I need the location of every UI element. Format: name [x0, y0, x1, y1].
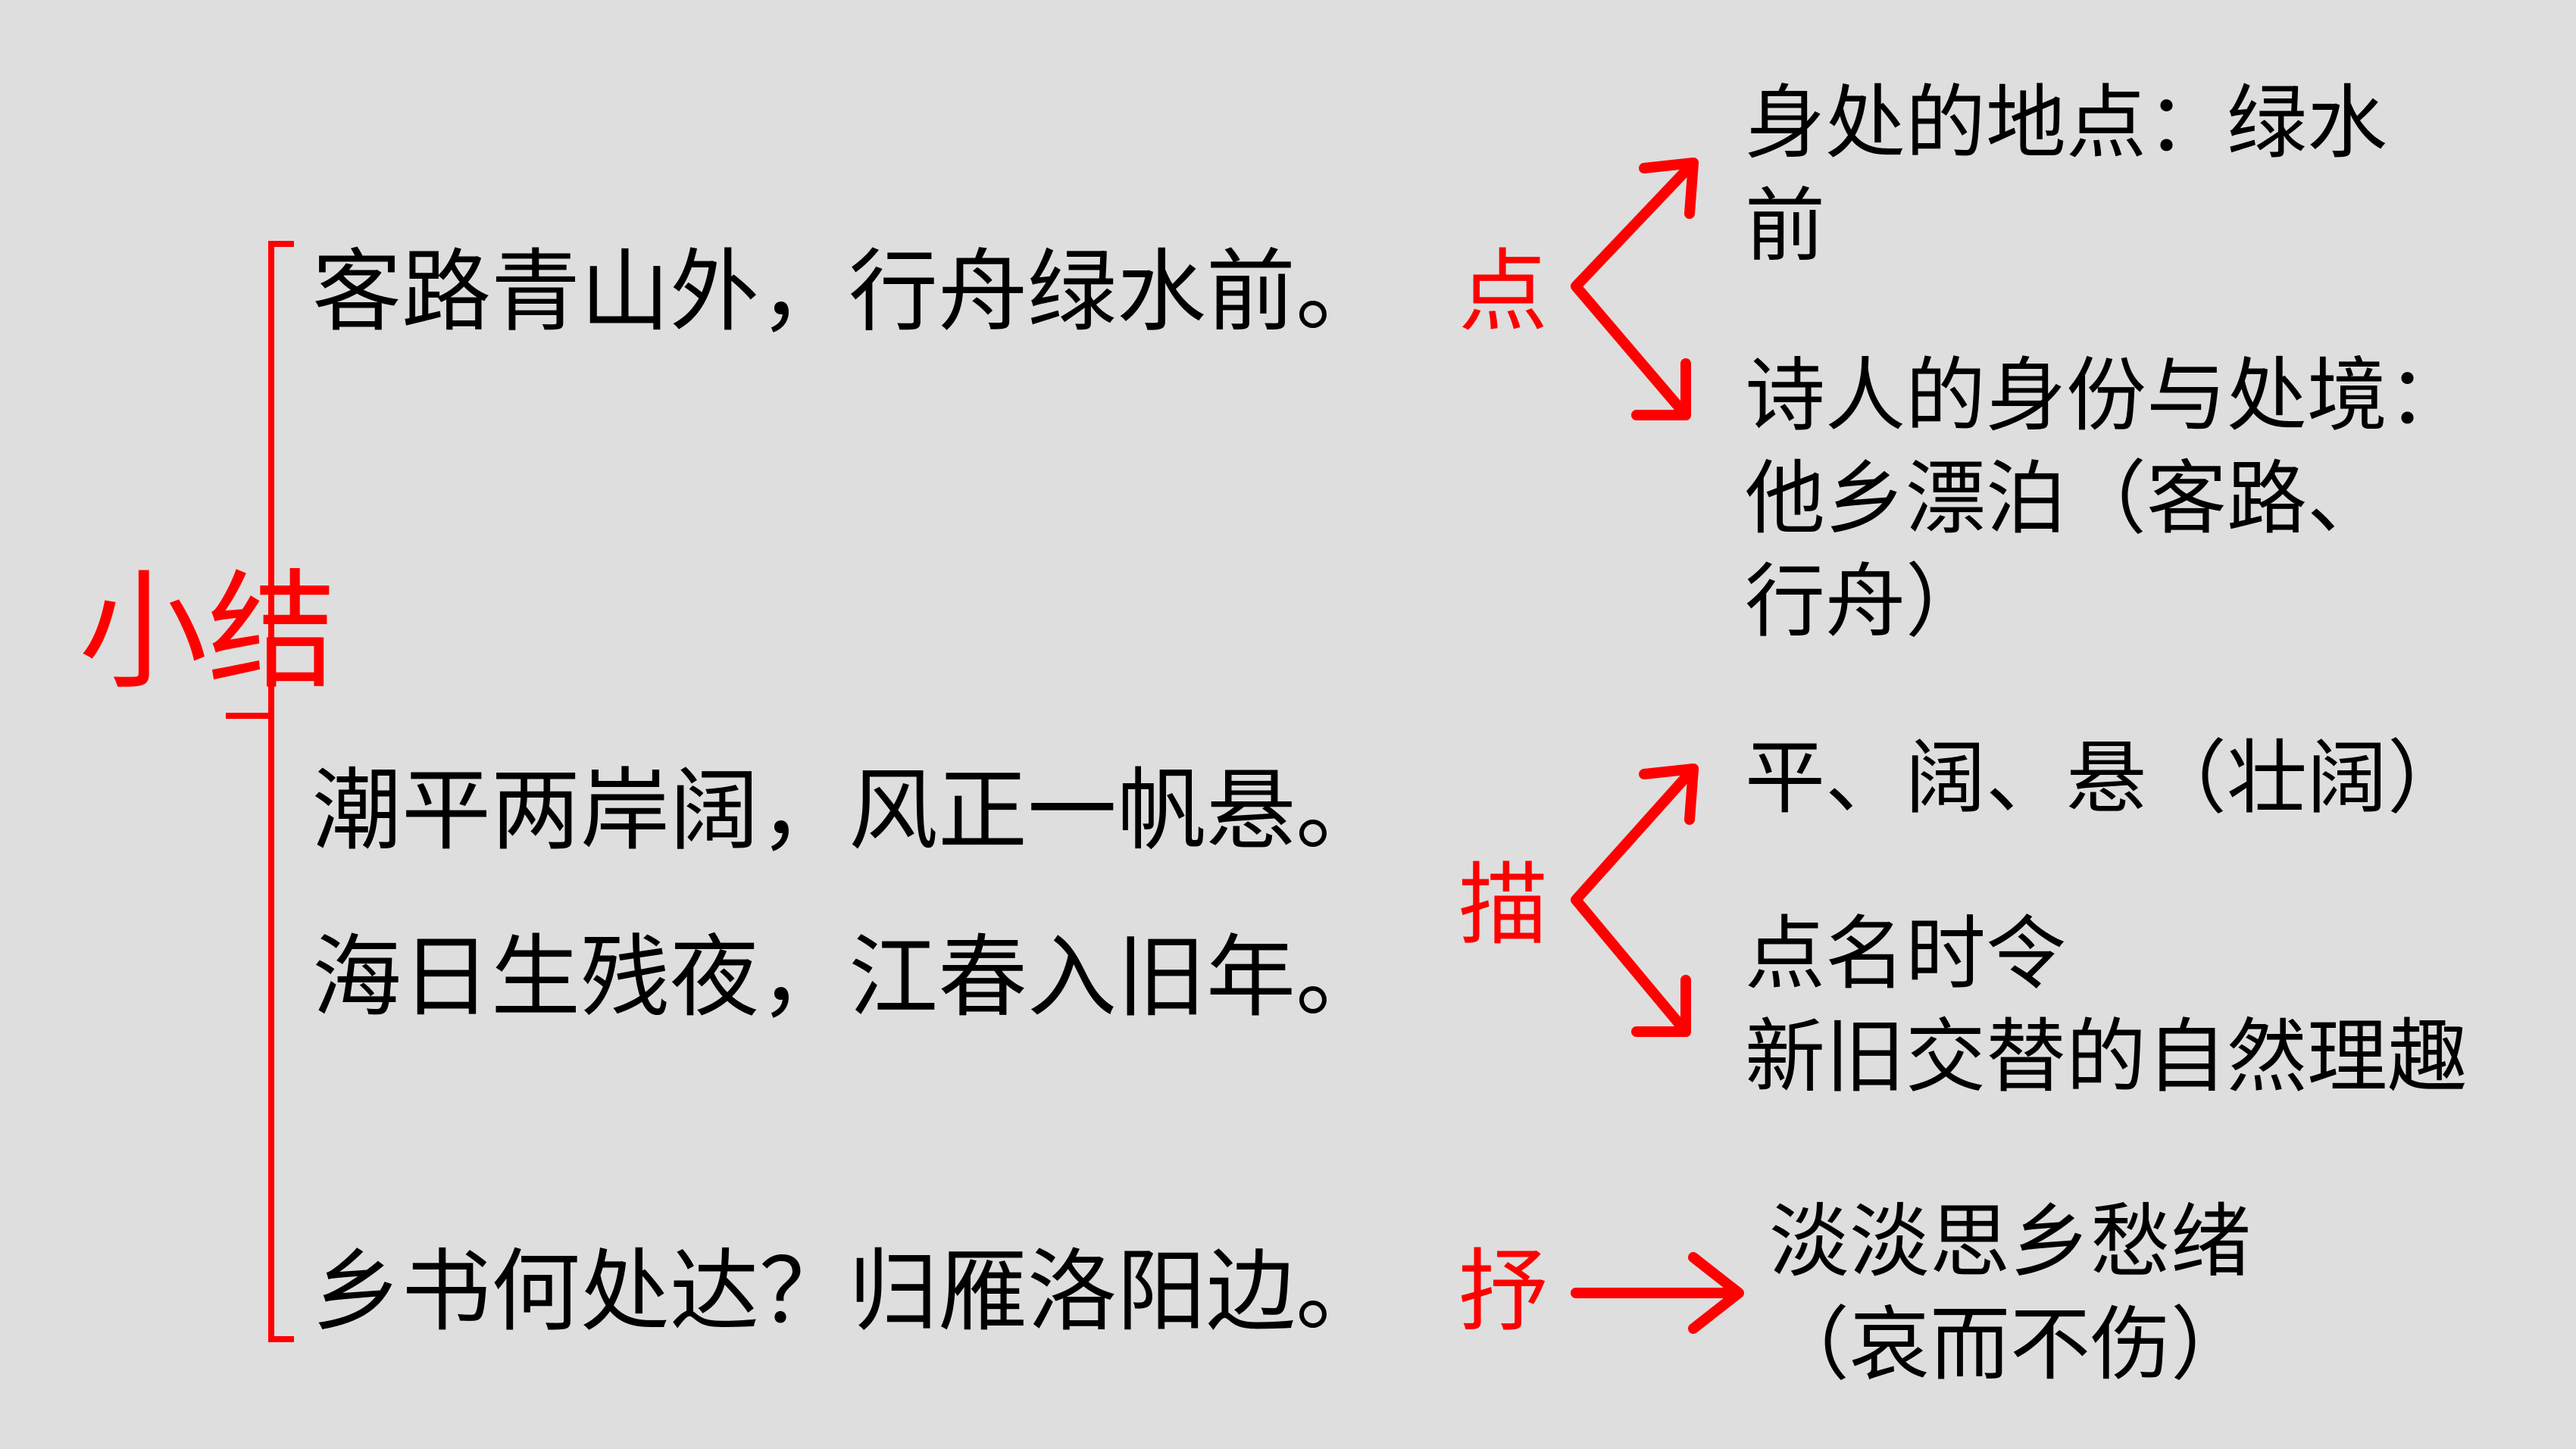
poem-line-2: 潮平两岸阔，风正一帆悬。 [312, 758, 1386, 863]
note-identity-line-1: 诗人的身份与处境： [1745, 349, 2468, 442]
note-emotion-line-1: 淡淡思乡愁绪 [1769, 1195, 2251, 1288]
poem-line-3: 海日生残夜，江春入旧年。 [312, 925, 1386, 1029]
dian-arrows [1571, 158, 1699, 420]
note-identity-line-3: 行舟） [1745, 555, 1986, 648]
note-location-line-2: 前 [1745, 180, 1825, 273]
miao-arrows [1571, 764, 1699, 1037]
note-season-line-1: 点名时令 [1745, 907, 2066, 1001]
note-identity-line-2: 他乡漂泊（客路、 [1745, 452, 2387, 545]
note-emotion-line-2: （哀而不伤） [1769, 1298, 2251, 1391]
note-season-line-2: 新旧交替的自然理趣 [1745, 1010, 2468, 1104]
note-scene: 平、阔、悬（壮阔） [1745, 732, 2468, 825]
shu-arrow [1571, 1252, 1744, 1334]
mark-dian: 点 [1458, 239, 1549, 344]
mark-miao: 描 [1458, 853, 1549, 957]
poem-line-4: 乡书何处达？归雁洛阳边。 [312, 1239, 1386, 1344]
summary-title: 小结 [79, 557, 337, 707]
mark-shu: 抒 [1458, 1239, 1549, 1344]
summary-bracket [226, 241, 294, 1342]
note-location-line-1: 身处的地点：绿水 [1745, 77, 2387, 170]
poem-line-1: 客路青山外，行舟绿水前。 [312, 239, 1386, 344]
